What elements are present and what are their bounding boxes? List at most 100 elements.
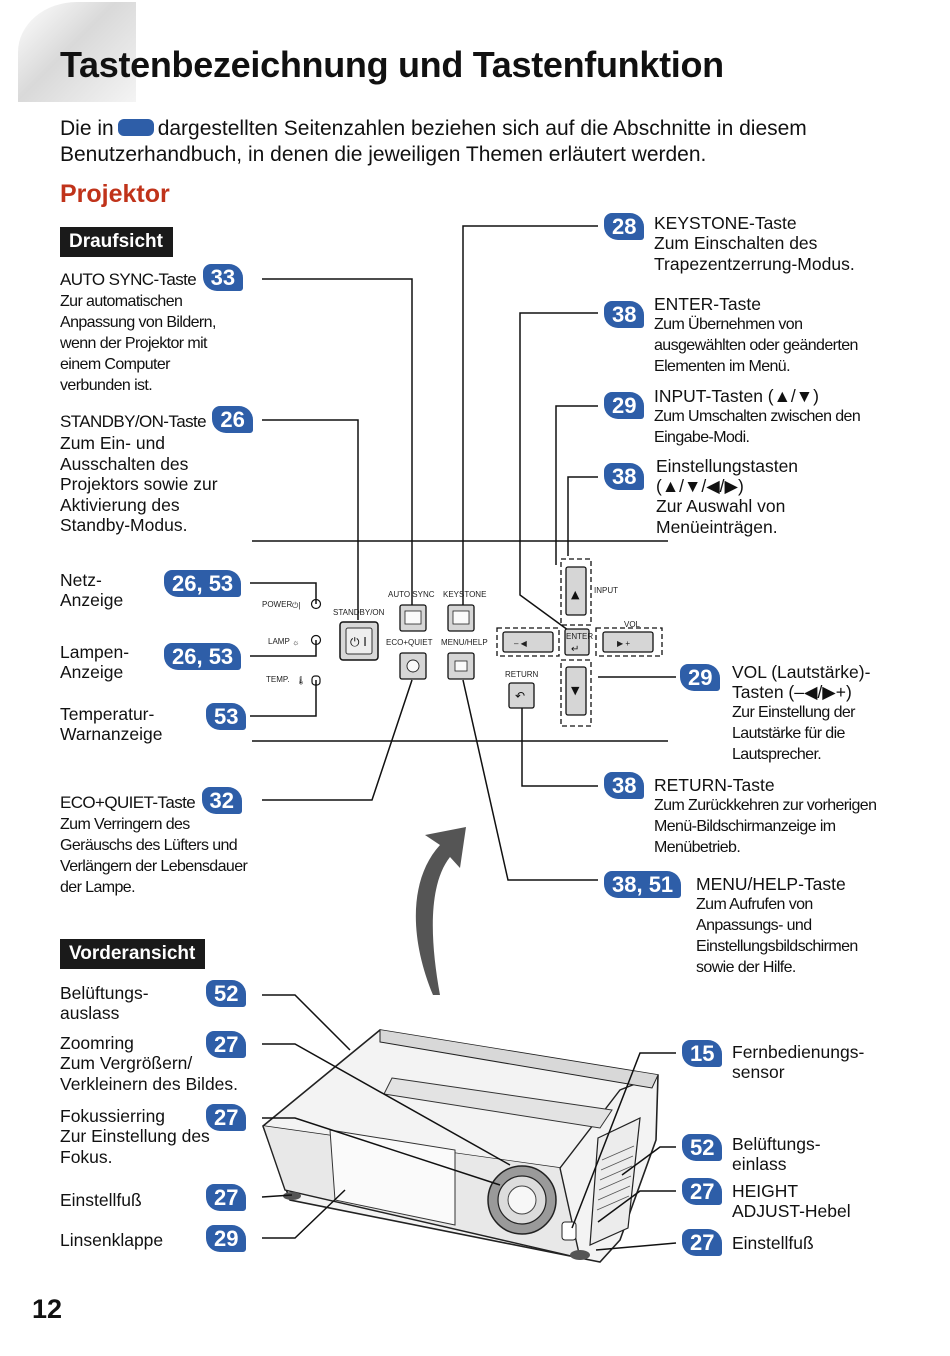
callout-desc: Zur automatischen Anpassung von Bildern,… [60, 293, 216, 394]
callout-title: ENTER-Taste [654, 294, 761, 314]
page-number: 12 [32, 1294, 63, 1324]
callout-title: ECO+QUIET-Taste [60, 793, 196, 812]
down-arrow-icon: ▼ [571, 684, 580, 697]
page-title: Tastenbezeichnung und Tastenfunktion [60, 44, 724, 85]
page-badge: 33 [202, 264, 244, 291]
direction-pad[interactable]: ▲ ▼ – ◀ ▶ + ENTER ↵ INPUT VOL [496, 558, 663, 727]
corner-decoration [18, 2, 136, 102]
callout-foot-right: Einstellfuß [732, 1233, 814, 1253]
callout-desc: Zum Zurückkehren zur vorherigen Menü-Bil… [654, 797, 877, 856]
callout-temp-indicator: Temperatur- Warnanzeige [60, 704, 163, 744]
standby-label: STANDBY/ON [333, 608, 385, 617]
page-badge: 29 [680, 664, 721, 691]
callout-title: Zoomring [60, 1033, 134, 1053]
page-badge: 26, 53 [164, 570, 242, 597]
page-badge: 26, 53 [164, 643, 242, 670]
callout-title: VOL (Lautstärke)-Tasten (–◀/▶+) [732, 662, 871, 702]
callout-title: AUTO SYNC-Taste [60, 270, 197, 289]
intro-before: Die in [60, 117, 114, 140]
leader-lines-top [250, 225, 676, 881]
callout-standby: STANDBY/ON-Taste 26 Zum Ein- und Ausscha… [60, 406, 260, 536]
callout-desc: Zur Einstellung der Lautstärke für die L… [732, 704, 855, 763]
up-button[interactable] [565, 566, 587, 616]
leader-lines-front [261, 994, 677, 1251]
plus-label: ▶ + [617, 639, 630, 648]
direction-arrow-icon [415, 827, 466, 995]
lamp-label: LAMP [268, 637, 290, 646]
callout-height-adjust: HEIGHT ADJUST-Hebel [732, 1181, 851, 1221]
eco-quiet-label: ECO+QUIET [386, 638, 433, 647]
callout-desc: Zur Auswahl von Menüeinträgen. [656, 496, 786, 537]
down-button[interactable] [565, 666, 587, 716]
standby-button[interactable]: STANDBY/ON ⏻ I [333, 608, 385, 661]
callout-vent-in: Belüftungs- einlass [732, 1134, 821, 1174]
page-badge: 38, 51 [604, 871, 682, 898]
up-arrow-icon: ▲ [571, 588, 580, 601]
callout-title: MENU/HELP-Taste [696, 874, 846, 894]
auto-sync-label: AUTO SYNC [388, 590, 435, 599]
section-heading: Projektor [60, 180, 170, 208]
callout-foot-left: Einstellfuß [60, 1190, 142, 1210]
panel-indicators: POWER ⏻| LAMP ☼ TEMP. 🌡 [262, 598, 322, 686]
return-icon: ↶ [515, 689, 525, 703]
vol-label: VOL [624, 620, 641, 629]
temp-icon: 🌡 [296, 676, 306, 685]
panel-buttons[interactable]: AUTO SYNC KEYSTONE ECO+QUIET MENU/HELP R… [386, 590, 539, 709]
callout-desc: Zum Umschalten zwischen den Eingabe-Modi… [654, 408, 861, 446]
callout-desc: Zum Übernehmen von ausgewählten oder geä… [654, 316, 858, 375]
page-badge: 53 [206, 703, 247, 730]
callout-title: Fokussierring [60, 1106, 166, 1126]
page-badge: 52 [206, 980, 247, 1007]
callout-focus: Fokussierring Zur Einstellung des Fokus. [60, 1106, 210, 1167]
callout-title: Einstellungstasten (▲/▼/◀/▶) [656, 456, 799, 496]
callout-desc: Zum Aufrufen von Anpassungs- und Einstel… [696, 896, 858, 976]
enter-label: ENTER [566, 632, 593, 641]
enter-icon: ↵ [571, 644, 579, 655]
callout-zoom: Zoomring Zum Vergrößern/ Verkleinern des… [60, 1033, 260, 1094]
input-label: INPUT [594, 586, 618, 595]
temp-label: TEMP. [266, 675, 289, 684]
callout-return: RETURN-Taste Zum Zurückkehren zur vorher… [654, 775, 894, 858]
callout-eco-quiet: ECO+QUIET-Taste 32 Zum Verringern des Ge… [60, 787, 260, 898]
page-badge-sample [117, 119, 154, 136]
page-badge: 27 [206, 1104, 247, 1131]
callout-title: RETURN-Taste [654, 775, 775, 795]
callout-vent-out: Belüftungs- auslass [60, 983, 149, 1023]
page-badge: 15 [682, 1040, 723, 1067]
minus-label: – ◀ [514, 639, 528, 648]
callout-desc: Zum Ein- und Ausschalten des Projektors … [60, 433, 218, 536]
front-view-label: Vorderansicht [60, 939, 206, 969]
page-badge: 29 [206, 1225, 247, 1252]
page-badge: 32 [201, 787, 243, 814]
return-button[interactable] [508, 682, 535, 709]
callout-title: KEYSTONE-Taste [654, 213, 797, 233]
projector-illustration [262, 1029, 659, 1263]
callout-adjust: Einstellungstasten (▲/▼/◀/▶) Zur Auswahl… [656, 456, 826, 537]
callout-desc: Zum Verringern des Geräuschs des Lüfters… [60, 816, 248, 896]
callout-desc: Zur Einstellung des Fokus. [60, 1126, 210, 1167]
page-badge: 26 [212, 406, 253, 433]
callout-title: INPUT-Tasten (▲/▼) [654, 386, 819, 406]
intro-after: dargestellten Seitenzahlen beziehen sich… [60, 117, 807, 166]
power-icon: ⏻| [292, 601, 300, 610]
callout-lamp-indicator: Lampen- Anzeige [60, 642, 130, 682]
enter-button[interactable] [564, 628, 590, 656]
vol-plus-button[interactable] [602, 631, 654, 653]
callout-lens-cover: Linsenklappe [60, 1230, 164, 1250]
panel-outline [252, 540, 668, 742]
page-badge: 52 [682, 1134, 723, 1161]
callout-power-indicator: Netz- Anzeige [60, 570, 124, 610]
page-badge: 38 [604, 301, 645, 328]
vol-minus-button[interactable] [502, 631, 554, 653]
page-badge: 27 [682, 1178, 723, 1205]
callout-desc: Zum Einschalten des Trapezentzerrung-Mod… [654, 233, 855, 274]
page-badge: 27 [206, 1184, 247, 1211]
power-label: POWER [262, 600, 292, 609]
top-view-label: Draufsicht [60, 227, 173, 257]
menu-help-label: MENU/HELP [441, 638, 488, 647]
callout-menu-help: MENU/HELP-Taste Zum Aufrufen von Anpassu… [696, 874, 886, 978]
callout-keystone: KEYSTONE-Taste Zum Einschalten des Trape… [654, 213, 884, 274]
callout-vol: VOL (Lautstärke)-Tasten (–◀/▶+) Zur Eins… [732, 662, 892, 765]
